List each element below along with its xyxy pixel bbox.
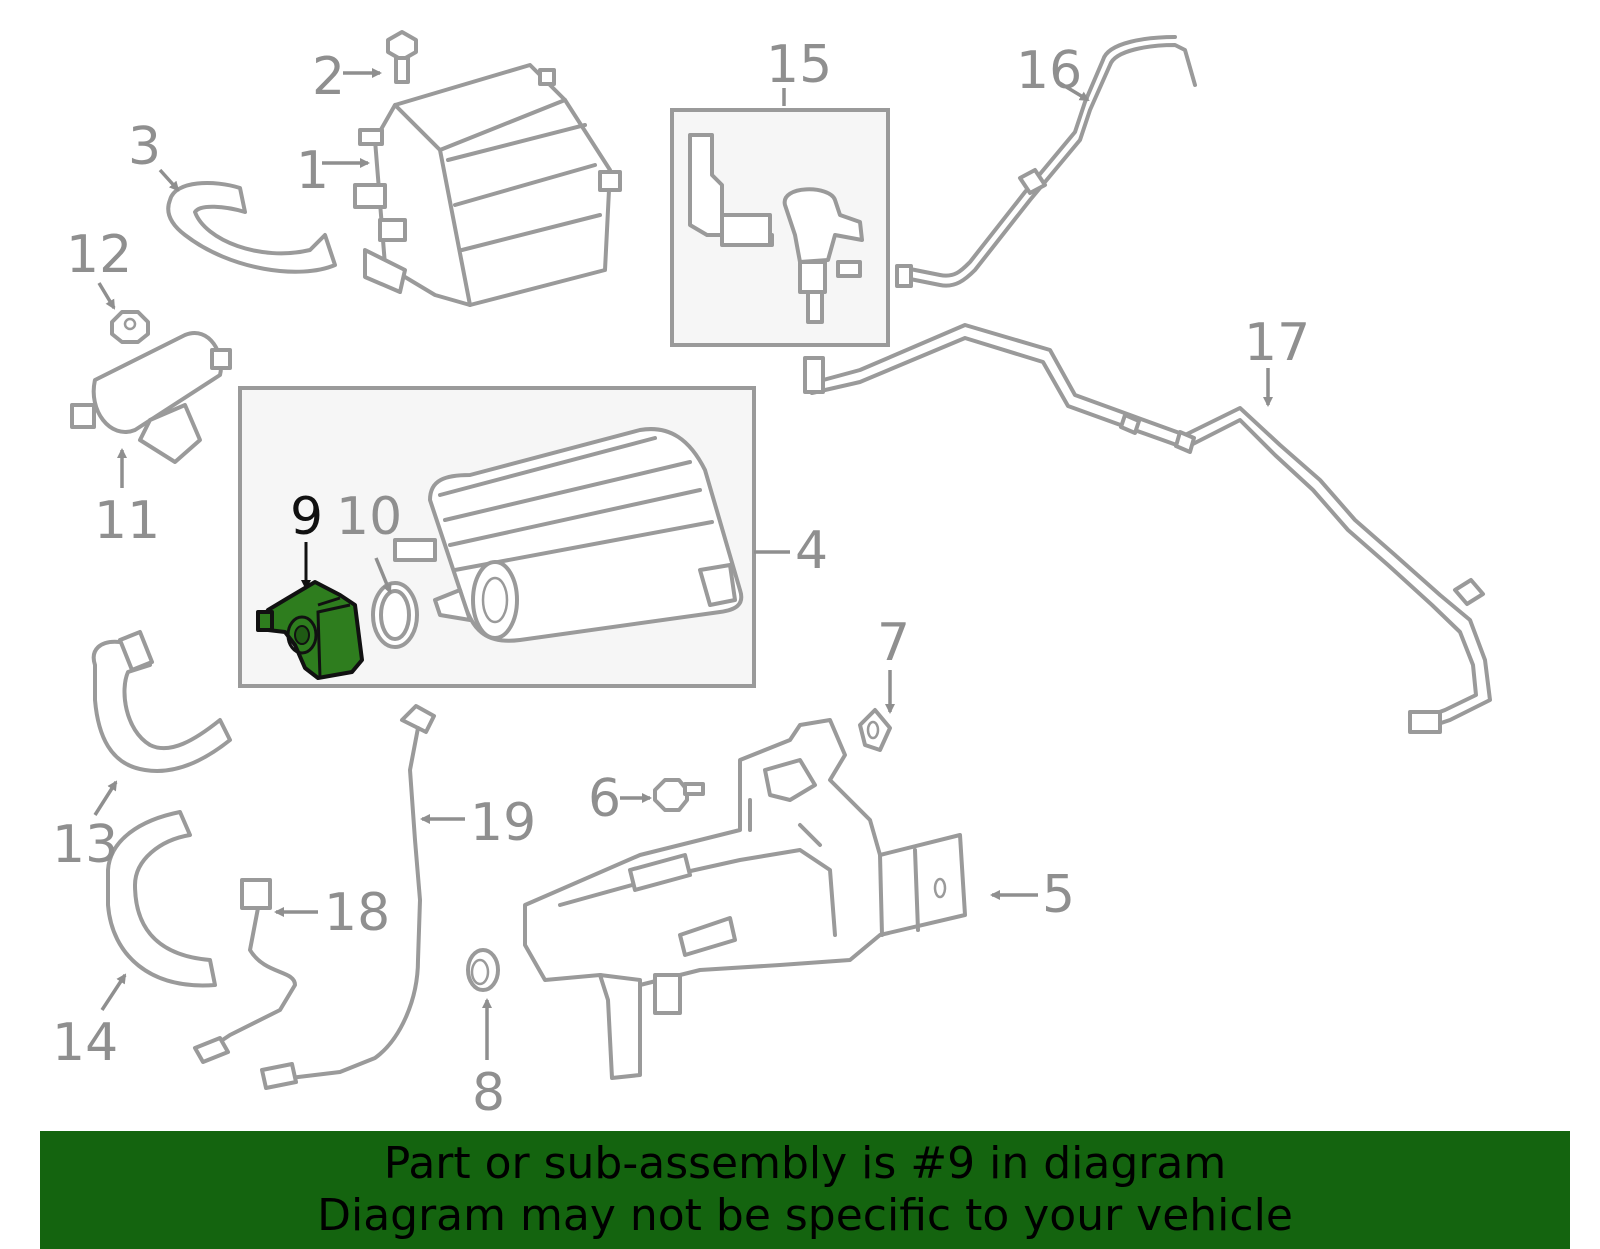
part-11-filter <box>70 331 232 464</box>
part-12-nut <box>110 310 150 344</box>
part-1-canister <box>353 63 622 307</box>
info-banner: Part or sub-assembly is #9 in diagram Di… <box>40 1131 1570 1249</box>
parts-diagram: 1 2 3 4 5 6 7 8 9 10 11 12 13 14 15 16 1… <box>52 30 1492 1123</box>
callout-1: 1 <box>296 141 329 201</box>
callout-2: 2 <box>312 47 345 107</box>
banner-line-2: Diagram may not be specific to your vehi… <box>317 1190 1293 1241</box>
part-8-grommet <box>466 948 500 992</box>
callout-11: 11 <box>94 491 160 551</box>
part-17-line <box>803 323 1492 734</box>
part-18-sensor <box>193 878 297 1064</box>
callout-10: 10 <box>336 487 402 547</box>
part-13-hose <box>91 630 232 773</box>
part-3-hose <box>166 181 337 274</box>
part-2-bolt <box>386 30 418 84</box>
callout-18: 18 <box>324 883 390 943</box>
callout-16: 16 <box>1016 41 1082 101</box>
callout-5: 5 <box>1042 865 1075 925</box>
part-6-bolt <box>653 778 705 812</box>
callout-8: 8 <box>472 1063 505 1123</box>
callout-17: 17 <box>1244 313 1310 373</box>
callout-14: 14 <box>52 1013 118 1073</box>
callout-4: 4 <box>795 521 828 581</box>
part-15-valve-assembly <box>670 108 890 347</box>
part-4-canister <box>393 427 744 643</box>
callout-3: 3 <box>128 117 161 177</box>
banner-line-1: Part or sub-assembly is #9 in diagram <box>383 1138 1227 1189</box>
callout-arrows <box>93 68 1273 1060</box>
callout-13: 13 <box>52 815 118 875</box>
part-14-hose <box>106 810 217 988</box>
part-7-clip <box>858 708 892 752</box>
callout-6: 6 <box>588 769 621 829</box>
part-10-o-ring <box>371 581 419 649</box>
callout-9: 9 <box>290 487 323 547</box>
part-16-tube <box>895 35 1197 288</box>
callout-15: 15 <box>766 35 832 95</box>
callout-19: 19 <box>470 793 536 853</box>
part-5-bracket <box>523 718 967 1080</box>
callout-7: 7 <box>877 613 910 673</box>
callout-12: 12 <box>66 225 132 285</box>
part-19-sensor <box>260 704 436 1090</box>
part-9-highlighted <box>256 580 364 680</box>
